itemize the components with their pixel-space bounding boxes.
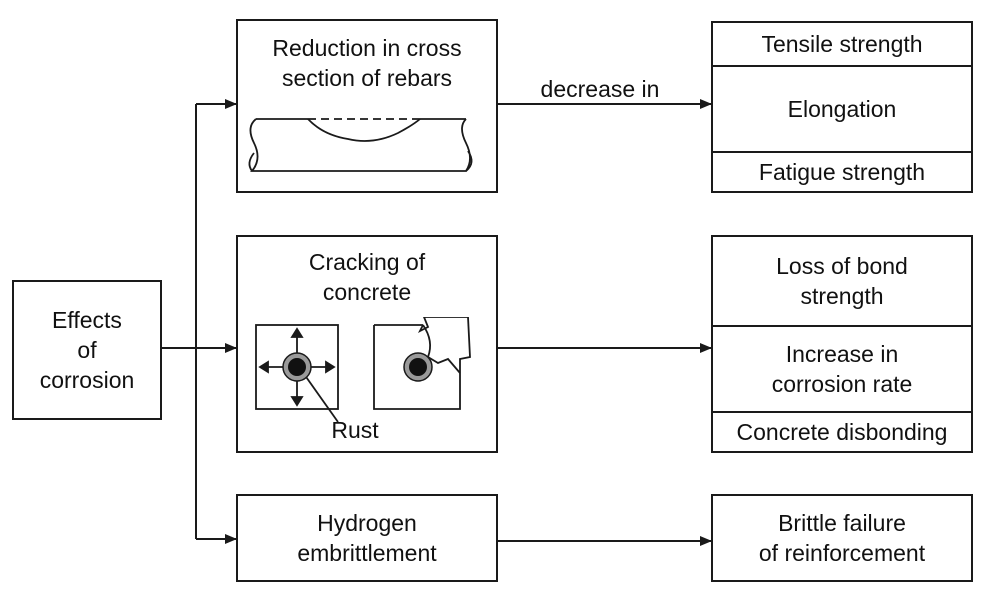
hydrogen-line1: Hydrogen: [317, 510, 417, 536]
hydrogen-box: Hydrogen embrittlement: [236, 494, 498, 582]
root-box: Effects of corrosion: [12, 280, 162, 420]
outcome-rate-line1: Increase in: [785, 341, 899, 367]
decrease-in-label: decrease in: [540, 76, 660, 102]
outcome-rate-line2: corrosion rate: [771, 371, 913, 397]
cracking-title-line1: Cracking of: [308, 249, 426, 275]
cracking-title-line2: concrete: [322, 279, 412, 305]
hydrogen-outcome-box: Brittle failure of reinforcement: [711, 494, 973, 582]
hydrogen-line2: embrittlement: [297, 540, 437, 566]
outcome-brittle-line2: of reinforcement: [758, 540, 926, 566]
outcome-fatigue-strength: Fatigue strength: [758, 159, 926, 185]
rebar-title-line1: Reduction in cross: [272, 35, 462, 61]
root-line2: of: [77, 337, 97, 363]
cracking-box: Cracking of concrete: [236, 235, 498, 453]
rebar-box: Reduction in cross section of rebars: [236, 19, 498, 193]
rebar-title-line2: section of rebars: [281, 65, 453, 91]
cracking-outcomes-box: Loss of bond strength Increase in corros…: [711, 235, 973, 453]
root-line1: Effects: [52, 307, 122, 333]
outcome-elongation: Elongation: [787, 96, 897, 122]
rebar-outcomes-box: Tensile strength Elongation Fatigue stre…: [711, 21, 973, 193]
crack-illustration: [255, 317, 471, 423]
outcome-brittle-line1: Brittle failure: [778, 510, 906, 536]
outcome-bond-line1: Loss of bond: [776, 253, 908, 279]
rust-label: Rust: [331, 417, 379, 443]
rebar-cross-section-illustration: [248, 118, 473, 172]
outcome-concrete-disbonding: Concrete disbonding: [736, 419, 948, 445]
outcome-bond-line2: strength: [800, 283, 884, 309]
outcome-tensile-strength: Tensile strength: [761, 31, 923, 57]
root-line3: corrosion: [39, 367, 135, 393]
